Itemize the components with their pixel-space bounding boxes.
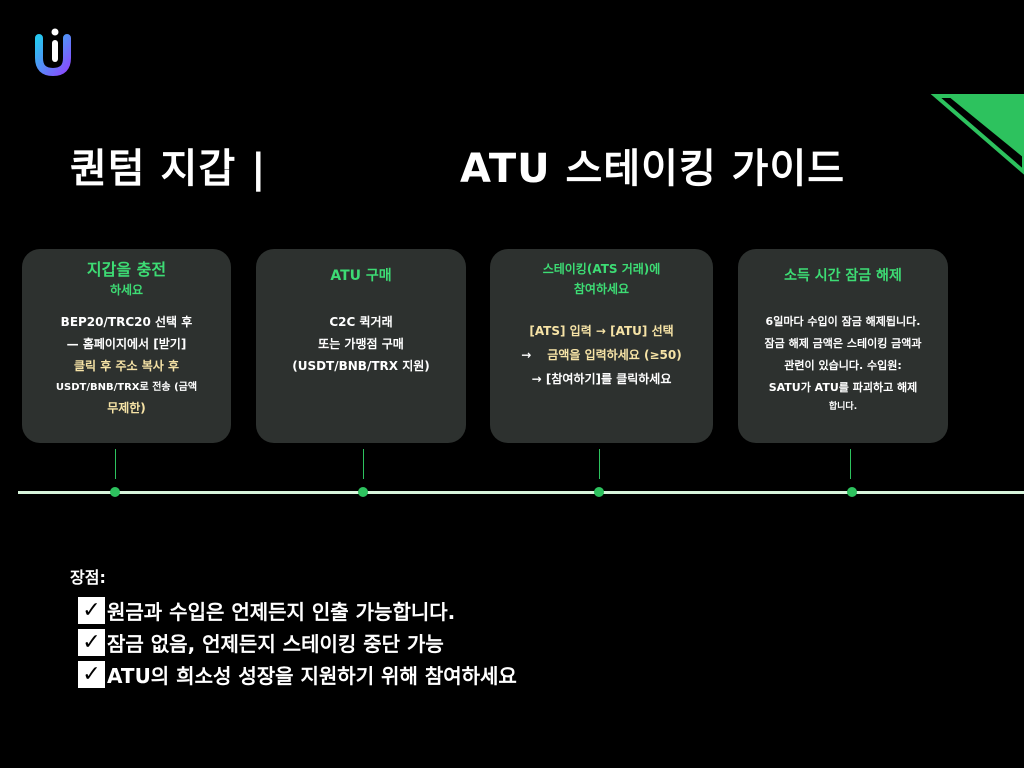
corner-triangle-icon bbox=[930, 94, 1024, 175]
advantage-text: ATU의 희소성 성장을 지원하기 위해 참여하세요 bbox=[107, 663, 517, 688]
advantage-text: 원금과 수입은 언제든지 인출 가능합니다. bbox=[107, 599, 456, 624]
checkbox-icon: ✓ bbox=[78, 596, 105, 624]
step-line: USDT/BNB/TRX로 전송 (금액 bbox=[55, 382, 198, 393]
step-line: 무제한) bbox=[107, 401, 146, 415]
step-line: 관련이 있습니다. 수입원: bbox=[784, 359, 902, 372]
list-item: ✓ ATU의 희소성 성장을 지원하기 위해 참여하세요 bbox=[78, 658, 517, 690]
step-line: SATU가 ATU를 파괴하고 해제 bbox=[768, 381, 918, 394]
advantage-text: 잠금 없음, 언제든지 스테이킹 중단 가능 bbox=[107, 631, 444, 656]
step-line: 또는 가맹점 구매 bbox=[318, 337, 404, 351]
step-card-2: ATU 구매 C2C 퀵거래 또는 가맹점 구매 (USDT/BNB/TRX 지… bbox=[256, 249, 466, 443]
step-title: 스테이킹(ATS 거래)에 bbox=[542, 262, 661, 276]
step-card-3: 스테이킹(ATS 거래)에 참여하세요 [ATS] 입력 → [ATU] 선택 … bbox=[490, 249, 713, 443]
step-line: (USDT/BNB/TRX 지원) bbox=[292, 359, 430, 373]
app-logo-icon bbox=[35, 28, 71, 77]
timeline-dot bbox=[110, 487, 120, 497]
step-title: ATU 구매 bbox=[330, 268, 392, 284]
timeline-dot bbox=[358, 487, 368, 497]
timeline-line bbox=[18, 491, 1024, 494]
timeline-tick bbox=[115, 449, 116, 479]
step-title: 소득 시간 잠금 해제 bbox=[784, 268, 902, 284]
step-title: 지갑을 충전 bbox=[86, 260, 167, 279]
checkbox-icon: ✓ bbox=[78, 628, 105, 656]
step-line: 클릭 후 주소 복사 후 bbox=[73, 359, 180, 373]
step-line: — 홈페이지에서 [받기] bbox=[66, 337, 187, 351]
step-line: C2C 퀵거래 bbox=[329, 315, 393, 329]
step-line: → [참여하기]를 클릭하세요 bbox=[531, 372, 672, 386]
list-item: ✓ 잠금 없음, 언제든지 스테이킹 중단 가능 bbox=[78, 626, 517, 658]
advantages-list: ✓ 원금과 수입은 언제든지 인출 가능합니다. ✓ 잠금 없음, 언제든지 스… bbox=[78, 594, 517, 690]
page-title-left: 퀀텀 지갑 | bbox=[70, 146, 267, 192]
list-item: ✓ 원금과 수입은 언제든지 인출 가능합니다. bbox=[78, 594, 517, 626]
step-line: [ATS] 입력 → [ATU] 선택 bbox=[529, 324, 674, 338]
timeline-dot bbox=[847, 487, 857, 497]
step-line: 잠금 해제 금액은 스테이킹 금액과 bbox=[764, 337, 922, 350]
advantages-title: 장점: bbox=[70, 568, 106, 587]
arrow-icon: → bbox=[521, 348, 532, 362]
timeline-tick bbox=[850, 449, 851, 479]
step-line: 금액을 입력하세요 (≥50) bbox=[547, 348, 682, 362]
checkbox-icon: ✓ bbox=[78, 660, 105, 688]
timeline-tick bbox=[363, 449, 364, 479]
step-line: BEP20/TRC20 선택 후 bbox=[60, 315, 193, 329]
page-title-right: ATU 스테이킹 가이드 bbox=[460, 146, 846, 192]
step-card-1: 지갑을 충전 하세요 BEP20/TRC20 선택 후 — 홈페이지에서 [받기… bbox=[22, 249, 231, 443]
step-card-4: 소득 시간 잠금 해제 6일마다 수입이 잠금 해제됩니다. 잠금 해제 금액은… bbox=[738, 249, 948, 443]
step-subtitle: 참여하세요 bbox=[573, 282, 630, 296]
step-line: 6일마다 수입이 잠금 해제됩니다. bbox=[765, 315, 921, 328]
timeline-tick bbox=[599, 449, 600, 479]
step-subtitle: 하세요 bbox=[109, 283, 144, 297]
step-line: 합니다. bbox=[828, 402, 858, 412]
timeline-dot bbox=[594, 487, 604, 497]
